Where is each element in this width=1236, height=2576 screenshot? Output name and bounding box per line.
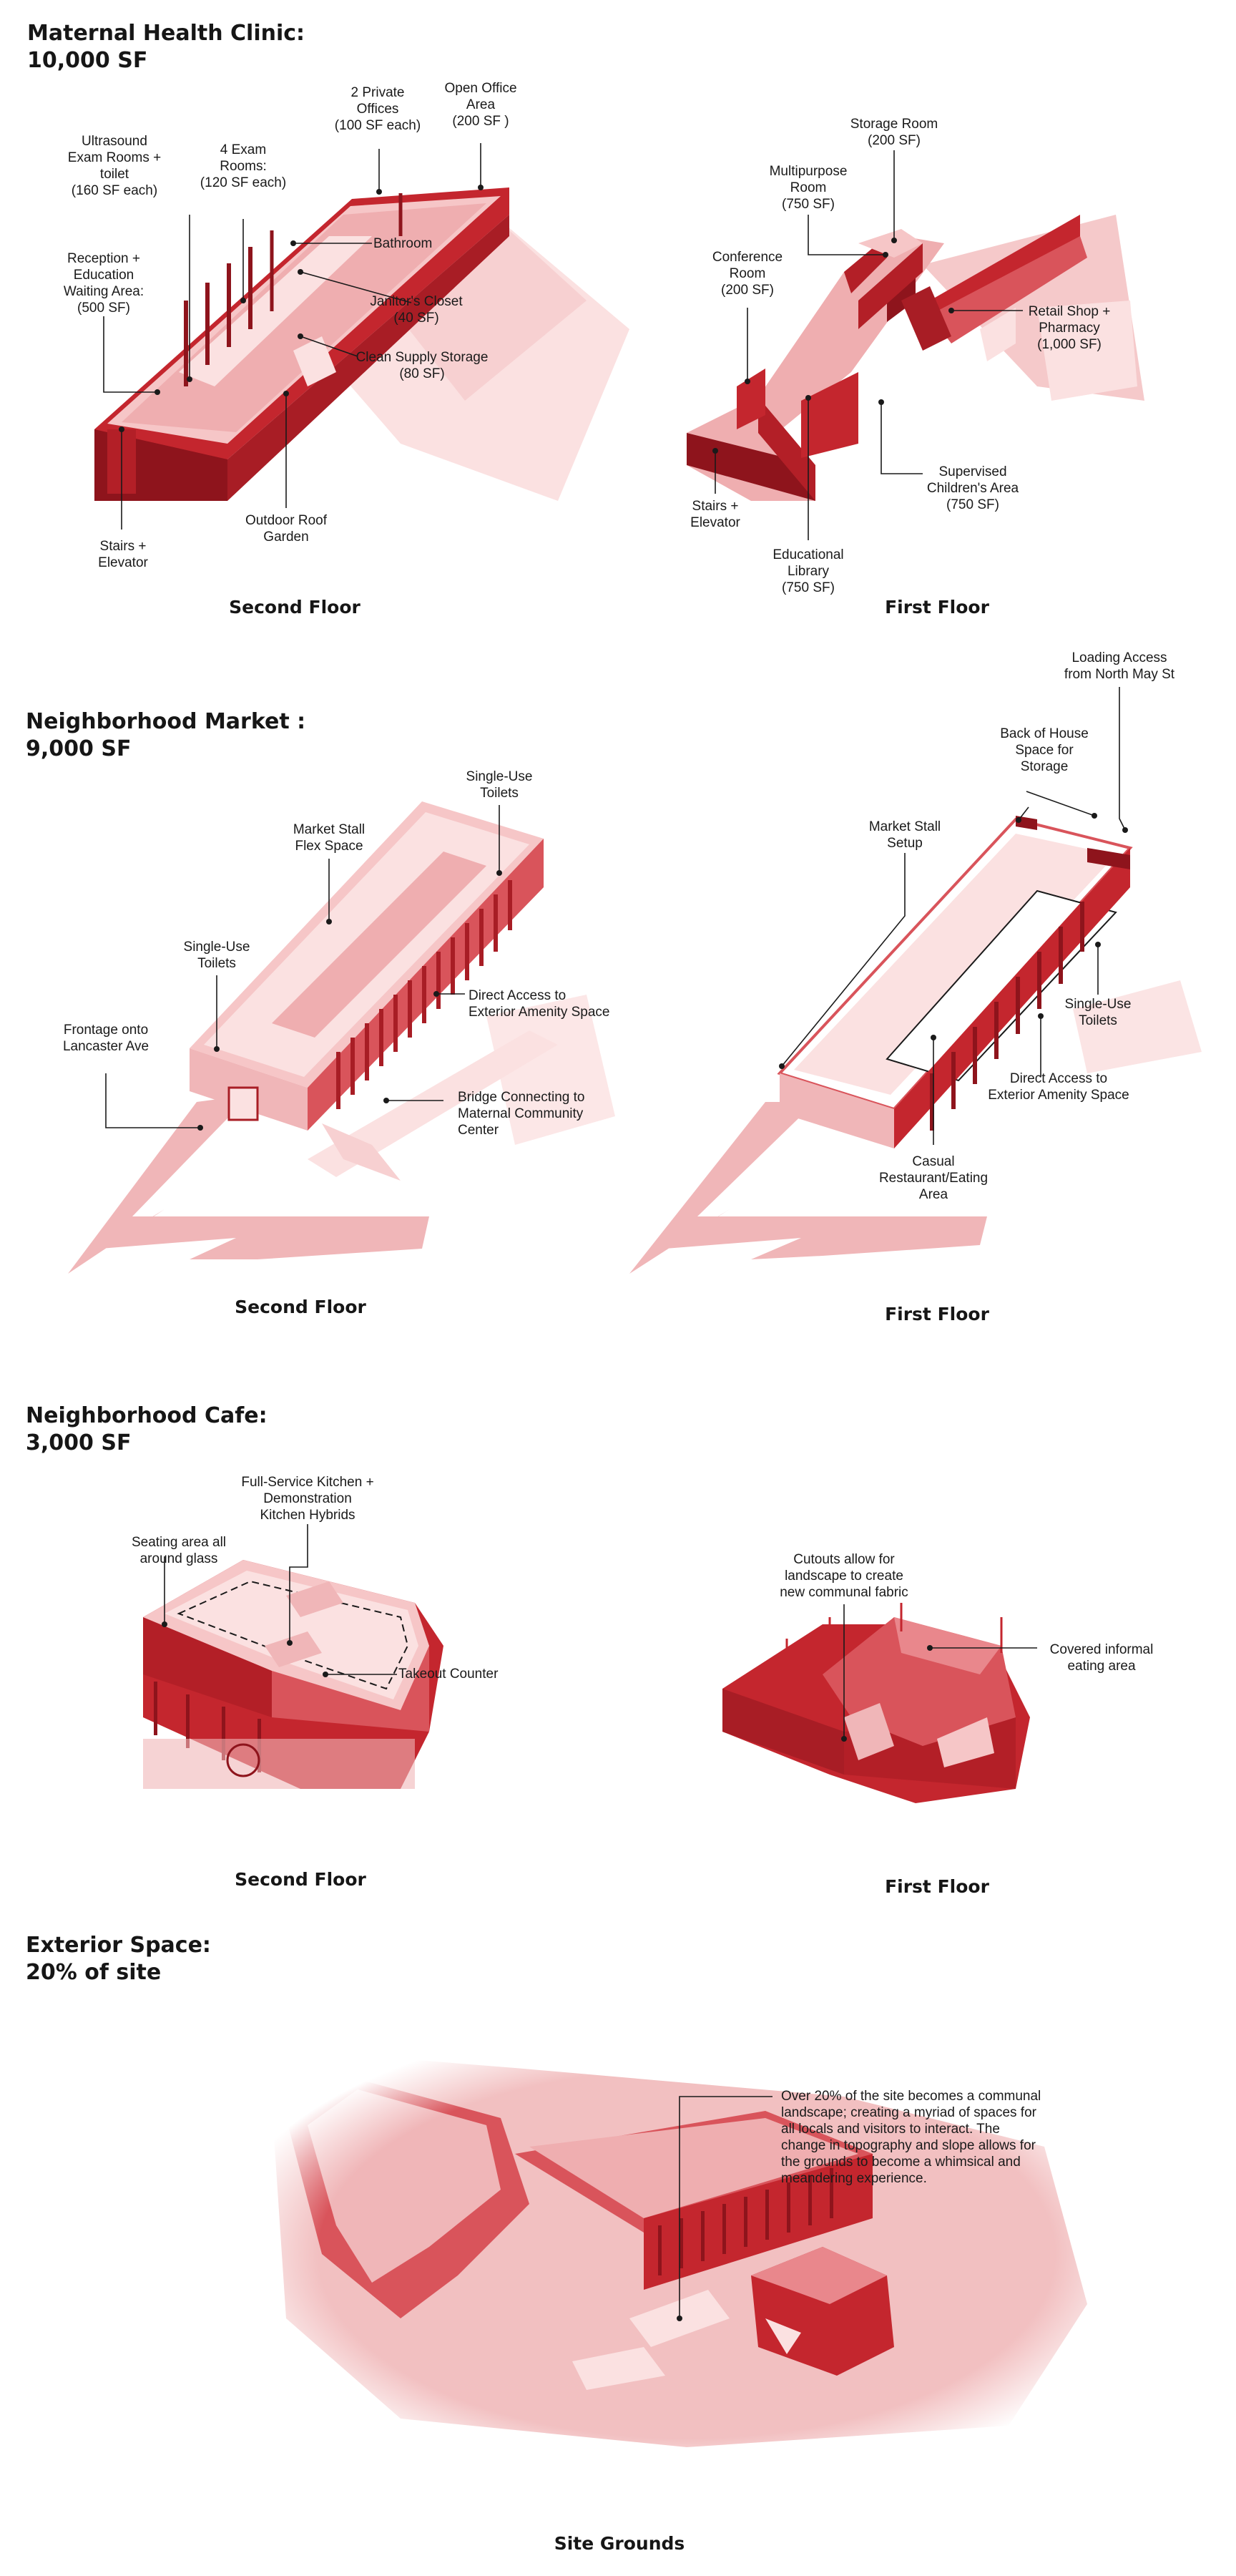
cafe-first-floor-model: [722, 1603, 1030, 1803]
exterior-heading: Exterior Space: 20% of site: [26, 1932, 211, 1986]
clinic-area: 10,000 SF: [27, 48, 148, 73]
clinic-first-floor-caption: First Floor: [885, 597, 989, 618]
market-title: Neighborhood Market :: [26, 709, 306, 734]
label-retail-pharmacy: Retail Shop +Pharmacy(1,000 SF): [1028, 304, 1111, 352]
exterior-title: Exterior Space:: [26, 1933, 211, 1958]
label-clean-supply: Clean Supply Storage(80 SF): [355, 350, 489, 381]
market-second-floor-model: [68, 801, 615, 1274]
site-grounds-model: [258, 2039, 1116, 2469]
cafe-area: 3,000 SF: [26, 1430, 132, 1455]
label-bathroom: Bathroom: [373, 236, 433, 251]
clinic-title: Maternal Health Clinic:: [27, 21, 305, 46]
cafe-heading: Neighborhood Cafe: 3,000 SF: [26, 1402, 268, 1457]
label-clinic-stairs-2f: Stairs +Elevator: [98, 539, 148, 570]
cafe-second-floor-caption: Second Floor: [235, 1869, 366, 1890]
cafe-second-floor-leaders: [162, 1524, 397, 1677]
market-first-floor-model: [629, 816, 1202, 1274]
cafe-second-floor-model: [143, 1560, 443, 1789]
cafe-first-floor-leaders: [841, 1604, 1037, 1742]
market-second-floor-caption: Second Floor: [235, 1297, 366, 1317]
clinic-second-floor-leaders: [103, 143, 484, 530]
market-heading: Neighborhood Market : 9,000 SF: [26, 708, 305, 763]
market-first-floor-caption: First Floor: [885, 1304, 989, 1324]
label-storage-room: Storage Room(200 SF): [850, 117, 938, 148]
cafe-title: Neighborhood Cafe:: [26, 1403, 268, 1428]
market-second-floor-leaders: [105, 805, 502, 1131]
market-first-floor-leaders: [779, 687, 1128, 1145]
cafe-first-floor-caption: First Floor: [885, 1876, 989, 1897]
market-area: 9,000 SF: [26, 736, 132, 761]
clinic-heading: Maternal Health Clinic: 10,000 SF: [27, 20, 305, 74]
label-clinic-stairs-1f: Stairs +Elevator: [690, 499, 740, 530]
label-takeout-counter: Takeout Counter: [398, 1667, 499, 1682]
site-grounds-description: Over 20% of the site becomes a communal …: [781, 2089, 1041, 2186]
site-grounds-caption: Site Grounds: [554, 2533, 685, 2554]
site-grounds-leader: [677, 2096, 772, 2321]
label-janitor-closet: Janitor's Closet(40 SF): [370, 294, 463, 326]
clinic-second-floor-caption: Second Floor: [229, 597, 360, 618]
exterior-area: 20% of site: [26, 1960, 162, 1985]
clinic-first-floor-model: [687, 215, 1144, 501]
clinic-first-floor-leaders: [712, 150, 1023, 540]
clinic-second-floor-model: [94, 187, 629, 501]
